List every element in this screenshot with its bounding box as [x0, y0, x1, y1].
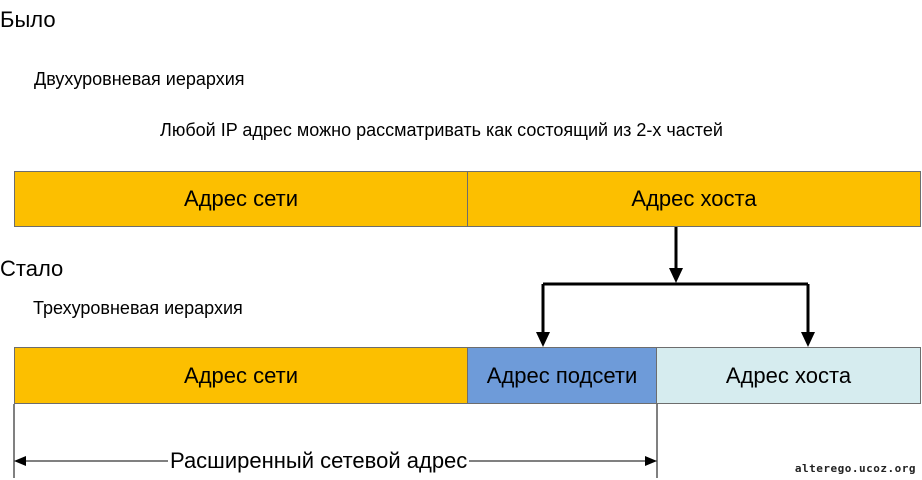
after-host-segment: Адрес хоста: [656, 347, 921, 404]
before-host-segment: Адрес хоста: [467, 171, 921, 227]
before-host-label: Адрес хоста: [631, 186, 757, 211]
watermark: alterego.ucoz.org: [794, 462, 916, 475]
after-network-label: Адрес сети: [184, 362, 298, 388]
after-heading: Стало: [0, 256, 64, 281]
before-description: Любой IP адрес можно рассматривать как с…: [160, 120, 723, 140]
after-network-segment: Адрес сети: [14, 347, 468, 404]
after-subheading: Трехуровневая иерархия: [33, 298, 243, 318]
before-network-segment: Адрес сети: [14, 171, 468, 227]
after-host-label: Адрес хоста: [725, 362, 852, 388]
after-subnet-segment: Адрес подсети: [467, 347, 657, 404]
before-subheading: Двухуровневая иерархия: [34, 69, 245, 89]
after-subnet-label: Адрес подсети: [486, 362, 638, 388]
before-heading: Было: [0, 7, 56, 32]
before-network-label: Адрес сети: [184, 186, 298, 211]
extended-network-address-label: Расширенный сетевой адрес: [168, 448, 470, 473]
